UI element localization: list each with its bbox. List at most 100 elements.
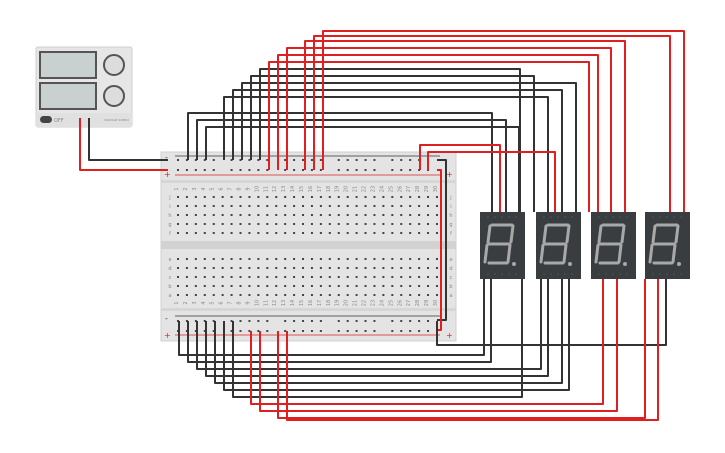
breadboard-hole[interactable] bbox=[337, 214, 340, 216]
breadboard-hole[interactable] bbox=[248, 205, 251, 207]
rail-hole[interactable] bbox=[239, 320, 242, 322]
breadboard-hole[interactable] bbox=[257, 196, 260, 198]
breadboard-hole[interactable] bbox=[221, 232, 224, 234]
breadboard-hole[interactable] bbox=[435, 276, 438, 278]
breadboard-hole[interactable] bbox=[293, 196, 296, 198]
rail-hole[interactable] bbox=[418, 320, 421, 322]
breadboard-hole[interactable] bbox=[310, 258, 313, 260]
breadboard-hole[interactable] bbox=[427, 258, 430, 260]
rail-hole[interactable] bbox=[257, 169, 260, 171]
breadboard-hole[interactable] bbox=[177, 223, 179, 225]
breadboard-hole[interactable] bbox=[328, 223, 331, 225]
breadboard-hole[interactable] bbox=[284, 267, 287, 269]
breadboard-hole[interactable] bbox=[355, 258, 358, 260]
rail-hole[interactable] bbox=[346, 159, 349, 161]
breadboard-hole[interactable] bbox=[194, 214, 197, 216]
breadboard-hole[interactable] bbox=[194, 223, 197, 225]
rail-hole[interactable] bbox=[409, 320, 412, 322]
breadboard-hole[interactable] bbox=[275, 232, 278, 234]
breadboard-hole[interactable] bbox=[257, 267, 260, 269]
breadboard-hole[interactable] bbox=[409, 267, 412, 269]
breadboard-hole[interactable] bbox=[177, 232, 179, 234]
breadboard-hole[interactable] bbox=[248, 223, 251, 225]
breadboard-hole[interactable] bbox=[391, 196, 394, 198]
rail-hole[interactable] bbox=[337, 169, 340, 171]
breadboard-hole[interactable] bbox=[302, 214, 305, 216]
breadboard-hole[interactable] bbox=[328, 196, 331, 198]
breadboard-hole[interactable] bbox=[248, 294, 251, 296]
breadboard-hole[interactable] bbox=[391, 258, 394, 260]
breadboard-hole[interactable] bbox=[400, 196, 403, 198]
breadboard-hole[interactable] bbox=[177, 276, 179, 278]
breadboard-hole[interactable] bbox=[355, 223, 358, 225]
breadboard-hole[interactable] bbox=[364, 285, 367, 287]
breadboard-hole[interactable] bbox=[302, 267, 305, 269]
rail-hole[interactable] bbox=[310, 159, 313, 161]
breadboard-hole[interactable] bbox=[177, 196, 179, 198]
breadboard-hole[interactable] bbox=[203, 223, 206, 225]
breadboard-hole[interactable] bbox=[177, 205, 179, 207]
breadboard-hole[interactable] bbox=[364, 232, 367, 234]
breadboard-hole[interactable] bbox=[418, 214, 421, 216]
rail-hole[interactable] bbox=[257, 159, 260, 161]
breadboard-hole[interactable] bbox=[194, 267, 197, 269]
breadboard-hole[interactable] bbox=[248, 232, 251, 234]
breadboard-hole[interactable] bbox=[409, 223, 412, 225]
breadboard-hole[interactable] bbox=[293, 258, 296, 260]
breadboard-hole[interactable] bbox=[257, 294, 260, 296]
rail-hole[interactable] bbox=[391, 330, 394, 332]
breadboard-hole[interactable] bbox=[239, 205, 242, 207]
rail-hole[interactable] bbox=[346, 169, 349, 171]
breadboard-hole[interactable] bbox=[284, 294, 287, 296]
breadboard-hole[interactable] bbox=[310, 285, 313, 287]
breadboard-hole[interactable] bbox=[373, 267, 376, 269]
breadboard-hole[interactable] bbox=[266, 196, 269, 198]
breadboard-hole[interactable] bbox=[373, 223, 376, 225]
breadboard-hole[interactable] bbox=[409, 276, 412, 278]
top-red-wire[interactable] bbox=[277, 54, 599, 212]
rail-hole[interactable] bbox=[400, 159, 403, 161]
breadboard-hole[interactable] bbox=[293, 232, 296, 234]
breadboard-hole[interactable] bbox=[257, 205, 260, 207]
rail-hole[interactable] bbox=[284, 169, 287, 171]
breadboard-hole[interactable] bbox=[364, 223, 367, 225]
breadboard-hole[interactable] bbox=[418, 276, 421, 278]
rail-hole[interactable] bbox=[355, 330, 358, 332]
breadboard-hole[interactable] bbox=[364, 294, 367, 296]
bottom-red-wire[interactable] bbox=[286, 279, 659, 421]
breadboard-hole[interactable] bbox=[364, 258, 367, 260]
breadboard-hole[interactable] bbox=[212, 223, 215, 225]
breadboard-hole[interactable] bbox=[185, 196, 188, 198]
breadboard-hole[interactable] bbox=[302, 223, 305, 225]
breadboard-hole[interactable] bbox=[284, 214, 287, 216]
breadboard-hole[interactable] bbox=[382, 214, 385, 216]
breadboard-hole[interactable] bbox=[319, 294, 322, 296]
breadboard-hole[interactable] bbox=[346, 205, 349, 207]
rail-hole[interactable] bbox=[212, 330, 215, 332]
rail-hole[interactable] bbox=[355, 169, 358, 171]
breadboard-hole[interactable] bbox=[400, 214, 403, 216]
breadboard-hole[interactable] bbox=[382, 285, 385, 287]
rail-hole[interactable] bbox=[293, 320, 296, 322]
breadboard-hole[interactable] bbox=[337, 258, 340, 260]
breadboard-hole[interactable] bbox=[266, 285, 269, 287]
rail-hole[interactable] bbox=[355, 320, 358, 322]
breadboard-hole[interactable] bbox=[373, 232, 376, 234]
rail-hole[interactable] bbox=[302, 320, 305, 322]
rail-hole[interactable] bbox=[293, 330, 296, 332]
breadboard-hole[interactable] bbox=[418, 267, 421, 269]
breadboard-hole[interactable] bbox=[435, 205, 438, 207]
breadboard-hole[interactable] bbox=[346, 223, 349, 225]
breadboard-hole[interactable] bbox=[435, 294, 438, 296]
breadboard-hole[interactable] bbox=[230, 196, 233, 198]
bottom-black-wire[interactable] bbox=[196, 279, 542, 370]
top-red-wire[interactable] bbox=[427, 151, 556, 212]
breadboard-hole[interactable] bbox=[266, 258, 269, 260]
breadboard-hole[interactable] bbox=[400, 267, 403, 269]
breadboard-hole[interactable] bbox=[355, 196, 358, 198]
breadboard-hole[interactable] bbox=[310, 232, 313, 234]
rail-jumper-wire[interactable] bbox=[437, 169, 442, 331]
breadboard-hole[interactable] bbox=[185, 258, 188, 260]
seven-segment-display[interactable] bbox=[480, 212, 525, 279]
breadboard-hole[interactable] bbox=[427, 232, 430, 234]
